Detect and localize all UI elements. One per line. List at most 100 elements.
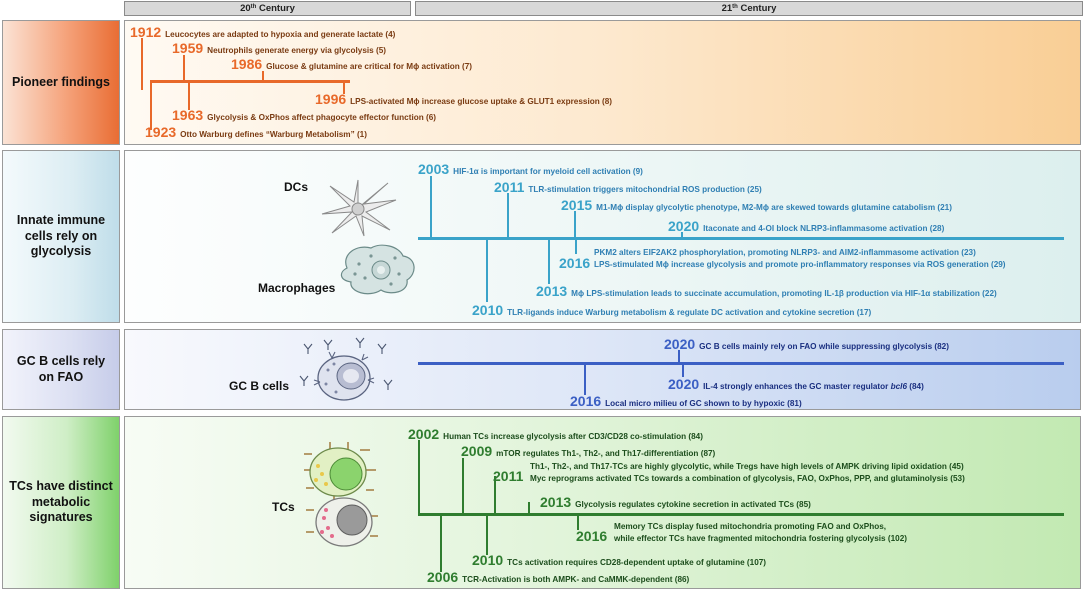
event-text: PKM2 alters EIF2AK2 phosphorylation, pro… <box>594 248 976 257</box>
event-year: 2013 <box>536 283 568 299</box>
innate-vline-2020 <box>681 232 683 237</box>
pioneer-timeline <box>150 80 350 83</box>
gcb-label: GC B cells rely on FAO <box>16 353 106 384</box>
innate-vline-2016 <box>575 240 577 254</box>
pioneer-label: Pioneer findings <box>12 74 110 89</box>
pioneer-vline-1959 <box>183 55 185 80</box>
innate-timeline <box>418 237 1064 240</box>
gcb-vline-2020b <box>682 365 684 377</box>
event-text: Human TCs increase glycolysis after CD3/… <box>443 432 703 441</box>
event-text: Otto Warburg defines “Warburg Metabolism… <box>180 130 367 139</box>
event-text-2: Myc reprograms activated TCs towards a c… <box>530 474 965 483</box>
event-text: HIF-1α is important for myeloid cell act… <box>453 167 643 176</box>
event-text-2: LPS-stimulated Mϕ increase glycolysis an… <box>594 260 1006 269</box>
event-year: 1963 <box>172 107 204 123</box>
event-year: 2011 <box>494 179 525 195</box>
tcs-event-2011: 2011 Th1-, Th2-, and Th17-TCs are highly… <box>493 462 965 486</box>
tcs-label-box: TCs have distinct metabolic signatures <box>2 416 120 589</box>
pioneer-label-box: Pioneer findings <box>2 20 120 145</box>
gcb-vline-2020a <box>678 350 680 362</box>
dendritic-cell-icon <box>321 179 397 237</box>
event-text: LPS-activated Mϕ increase glucose uptake… <box>350 97 613 106</box>
event-text: TCR-Activation is both AMPK- and CaMMK-d… <box>462 575 690 584</box>
tcs-cells-label: TCs <box>272 500 295 514</box>
century-20-word: Century <box>258 3 295 14</box>
pioneer-vline-1986 <box>262 71 264 80</box>
event-year: 1986 <box>231 56 263 72</box>
gc-b-cell-icon <box>299 337 393 401</box>
tcs-event-2016: 2016 Memory TCs display fused mitochondr… <box>576 522 907 546</box>
event-text: Th1-, Th2-, and Th17-TCs are highly glyc… <box>530 462 964 471</box>
pioneer-vline-1923 <box>150 80 152 130</box>
event-year: 2002 <box>408 426 440 442</box>
event-text: TCs activation requires CD28-dependent u… <box>507 558 767 567</box>
century-21-header: 21th Century <box>415 1 1083 16</box>
event-text: Mϕ LPS-stimulation leads to succinate ac… <box>571 289 997 298</box>
event-text: Glycolysis & OxPhos affect phagocyte eff… <box>207 113 436 122</box>
pioneer-vline-1963 <box>188 82 190 110</box>
innate-label: Innate immune cells rely on glycolysis <box>16 213 106 259</box>
event-text: GC B cells mainly rely on FAO while supp… <box>699 342 949 351</box>
event-year: 2011 <box>493 468 524 484</box>
tcs-vline-2009 <box>462 458 464 513</box>
event-year: 2020 <box>664 336 696 352</box>
innate-vline-2013 <box>548 240 550 284</box>
century-20-number: 20 <box>240 3 251 14</box>
event-year: 2016 <box>576 528 608 544</box>
dcs-label: DCs <box>284 180 309 194</box>
gcb-label-box: GC B cells rely on FAO <box>2 329 120 410</box>
event-year: 1923 <box>145 124 177 140</box>
event-text: Itaconate and 4-OI block NLRP3-inflammas… <box>703 224 945 233</box>
pioneer-vline-1996 <box>343 82 345 94</box>
event-year: 2016 <box>559 255 591 271</box>
t-cells-icon <box>304 442 378 547</box>
gcb-vline-2016 <box>584 365 586 395</box>
century-20-suffix: th <box>250 4 257 10</box>
tcs-vline-2013 <box>528 502 530 513</box>
event-year: 1996 <box>315 91 347 107</box>
event-year: 2003 <box>418 161 450 177</box>
event-text-italic: bcl6 <box>890 382 907 391</box>
pioneer-vline-1912 <box>141 38 143 90</box>
event-text: mTOR regulates Th1-, Th2-, and Th17-diff… <box>496 449 716 458</box>
gcb-cells-label: GC B cells <box>229 379 290 393</box>
event-year: 1959 <box>172 40 204 56</box>
tcs-content <box>124 416 1081 589</box>
tcs-vline-2011 <box>494 476 496 513</box>
event-text-tail: (84) <box>907 382 924 391</box>
tcs-vline-2010 <box>486 516 488 555</box>
event-year: 2010 <box>472 552 504 568</box>
century-21-number: 21 <box>721 3 733 14</box>
event-text: Neutrophils generate energy via glycolys… <box>207 46 386 55</box>
event-text: M1-Mϕ display glycolytic phenotype, M2-M… <box>596 203 952 212</box>
tcs-timeline <box>418 513 1064 516</box>
innate-vline-2003 <box>430 176 432 237</box>
event-text: IL-4 strongly enhances the GC master reg… <box>703 382 891 391</box>
event-year: 2020 <box>668 376 700 392</box>
event-year: 2015 <box>561 197 593 213</box>
event-text-2: while effector TCs have fragmented mitoc… <box>614 534 907 543</box>
century-21-suffix: th <box>732 4 738 10</box>
event-year: 2013 <box>540 494 572 510</box>
century-21-word: Century <box>740 3 777 14</box>
innate-vline-2010 <box>486 240 488 302</box>
innate-content <box>124 150 1081 323</box>
innate-vline-2015 <box>574 211 576 237</box>
